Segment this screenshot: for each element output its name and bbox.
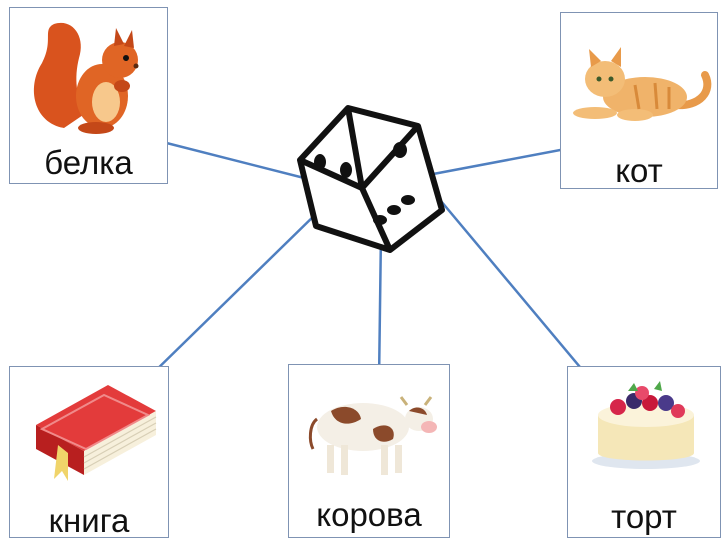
card-cow-label: корова xyxy=(316,496,422,533)
card-cake: торт xyxy=(567,366,721,538)
card-book-label: книга xyxy=(48,502,130,539)
card-cat: кот xyxy=(560,12,718,189)
card-cat-label: кот xyxy=(615,152,663,189)
squirrel-icon xyxy=(33,22,139,134)
cow-icon xyxy=(308,396,437,475)
card-book: книга xyxy=(9,366,169,538)
line-squirrel xyxy=(141,135,318,183)
line-cow xyxy=(377,230,383,384)
card-cake-label: торт xyxy=(611,498,677,535)
card-squirrel: белка xyxy=(9,7,168,184)
card-cow: корова xyxy=(288,364,450,538)
cat-icon xyxy=(573,47,712,121)
line-book xyxy=(145,208,322,381)
cake-icon xyxy=(592,381,700,469)
book-icon xyxy=(36,385,157,481)
dice-icon xyxy=(297,105,445,253)
card-squirrel-label: белка xyxy=(44,144,133,181)
line-cake xyxy=(418,174,597,387)
